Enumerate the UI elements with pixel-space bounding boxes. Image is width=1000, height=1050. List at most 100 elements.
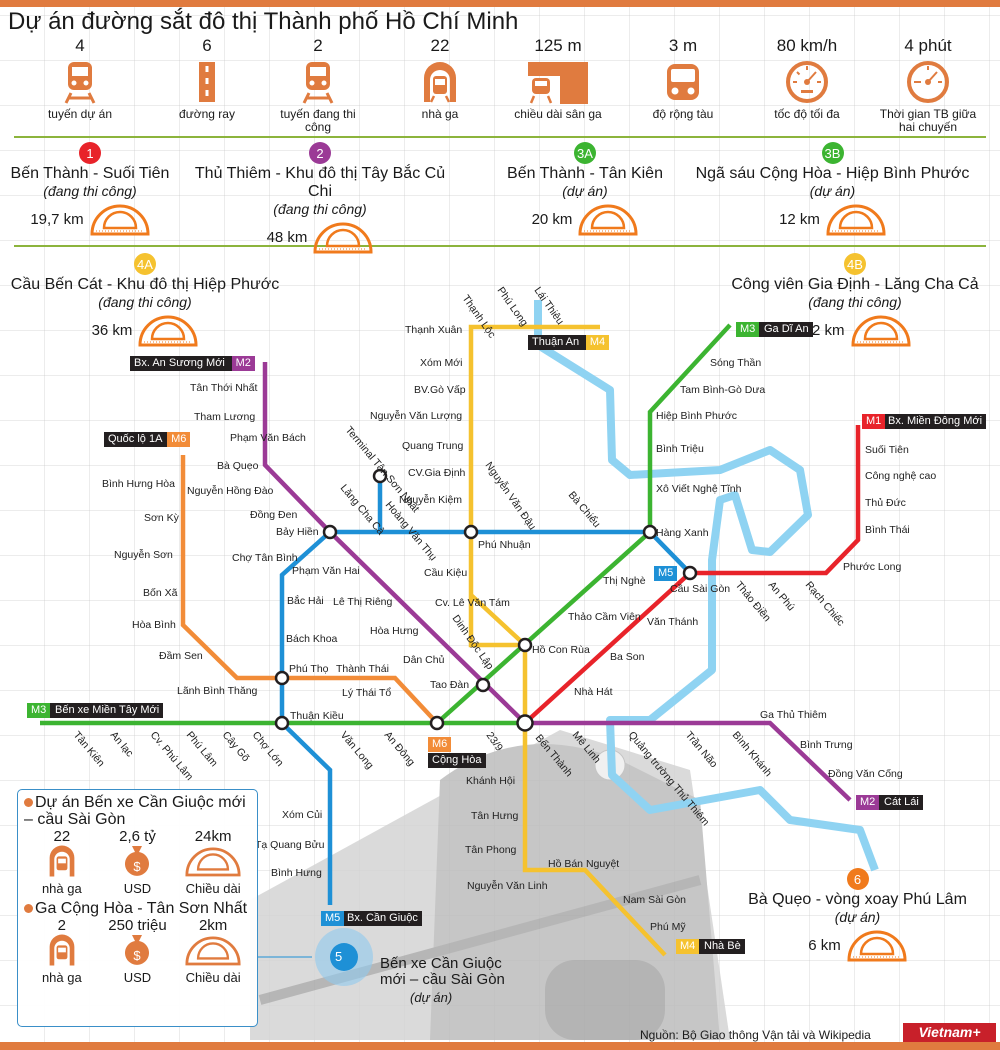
info-label: nhà ga <box>41 970 82 985</box>
svg-text:Thị Nghè: Thị Nghè <box>603 575 646 587</box>
svg-text:Suối Tiên: Suối Tiên <box>865 444 909 456</box>
svg-text:Thảo Cầm Viên: Thảo Cầm Viên <box>568 611 641 623</box>
stat-value: 4 <box>75 36 85 55</box>
line-badge: 1 <box>79 142 101 164</box>
bottom-accent-bar <box>0 1042 1000 1050</box>
stat-value: 22 <box>430 36 450 55</box>
svg-text:An Đông: An Đông <box>382 729 418 768</box>
terminal-m5-label: M5 <box>654 566 678 581</box>
info-label: nhà ga <box>41 881 82 896</box>
svg-text:Cầu Kiệu: Cầu Kiệu <box>424 567 467 579</box>
terminal-m6-cong-hoa: Cộng Hòa <box>428 753 486 768</box>
info-section-title: Dự án Bến xe Cần Giuộc mới – cầu Sài Gòn <box>24 794 246 828</box>
svg-text:Nguyễn Văn Linh: Nguyễn Văn Linh <box>467 879 548 892</box>
line-length: 12 km <box>779 210 820 228</box>
svg-text:Thạnh Lộc: Thạnh Lộc <box>460 293 498 341</box>
svg-text:Khánh Hội: Khánh Hội <box>466 775 515 787</box>
stat-value: 4 phút <box>904 36 952 55</box>
train-icon <box>20 56 140 108</box>
info-cost: 2,6 tỷ <box>119 828 156 845</box>
stat-value: 125 m <box>534 36 582 55</box>
line-length: 36 km <box>91 321 133 339</box>
svg-text:Thủ Đức: Thủ Đức <box>865 497 906 509</box>
speedometer-icon <box>747 56 867 108</box>
svg-text:Bình Hưng Hòa: Bình Hưng Hòa <box>102 478 175 490</box>
stat-label: tuyến đang thi công <box>280 107 356 134</box>
info-label: USD <box>123 970 152 985</box>
svg-text:Phú Thọ: Phú Thọ <box>289 663 329 675</box>
svg-text:Đồng Đen: Đồng Đen <box>250 509 297 521</box>
divider <box>14 245 986 247</box>
line-badge: 3A <box>574 142 596 164</box>
svg-text:Ba Son: Ba Son <box>610 651 645 663</box>
line-name: Thủ Thiêm - Khu đô thị Tây Bắc Củ Chi <box>194 165 446 200</box>
line-5-badge: 5 <box>335 949 343 964</box>
line-name: Bến Thành - Tân Kiên <box>507 165 663 182</box>
terminal-m6-code: M6 <box>428 737 452 752</box>
svg-text:Thạnh Xuân: Thạnh Xuân <box>405 324 462 336</box>
svg-text:Hồ Bán Nguyệt: Hồ Bán Nguyệt <box>548 858 619 870</box>
svg-text:Văn Long: Văn Long <box>338 729 376 771</box>
top-accent-bar <box>0 0 1000 7</box>
info-label: Chiều dài <box>185 881 241 896</box>
stat-label: chiều dài sân ga <box>514 107 602 121</box>
svg-text:An lạc: An lạc <box>108 729 136 759</box>
stat-platform: 125 m chiều dài sân ga <box>498 36 618 121</box>
source-credit: Nguồn: Bộ Giao thông Vận tải và Wikipedi… <box>640 1028 871 1042</box>
svg-text:Sóng Thần: Sóng Thần <box>710 357 761 369</box>
line-status: (đang thi công) <box>43 183 137 199</box>
svg-text:Công nghệ cao: Công nghệ cao <box>865 470 936 482</box>
line-name: Bà Quẹo - vòng xoay Phú Lâm <box>748 891 967 908</box>
svg-text:Rạch Chiếc: Rạch Chiếc <box>803 579 847 628</box>
svg-text:Nguyễn Văn Đậu: Nguyễn Văn Đậu <box>483 459 540 532</box>
svg-text:Dân Chủ: Dân Chủ <box>403 654 445 666</box>
svg-text:Ga Thủ Thiêm: Ga Thủ Thiêm <box>760 709 827 721</box>
svg-text:Phạm Văn Hai: Phạm Văn Hai <box>292 565 360 577</box>
protractor-icon <box>850 315 911 347</box>
stat-label: Thời gian TB giữa hai chuyến <box>879 107 977 134</box>
svg-text:Bà Chiểu: Bà Chiểu <box>566 489 603 530</box>
line-length: 48 km <box>266 228 308 246</box>
svg-text:Hòa Bình: Hòa Bình <box>132 619 176 631</box>
svg-text:Chợ Lớn: Chợ Lớn <box>250 729 286 769</box>
svg-text:Bách Khoa: Bách Khoa <box>286 633 338 645</box>
svg-text:Hiệp Bình Phước: Hiệp Bình Phước <box>656 410 737 422</box>
line-length: 6 km <box>808 936 841 954</box>
line-card-1: 1 Bến Thành - Suối Tiên (đang thi công) … <box>0 142 180 236</box>
info-label: USD <box>123 881 152 896</box>
svg-text:Xô Viết Nghệ Tĩnh: Xô Viết Nghệ Tĩnh <box>656 483 742 495</box>
svg-text:Tân Thới Nhất: Tân Thới Nhất <box>190 382 257 394</box>
svg-text:Phú Lâm: Phú Lâm <box>184 729 220 769</box>
stat-label: độ rộng tàu <box>652 107 714 121</box>
svg-text:$: $ <box>134 859 142 874</box>
line-name: Bến Thành - Suối Tiên <box>10 165 170 182</box>
line-status: (dự án) <box>562 183 608 199</box>
svg-text:Phú Mỹ: Phú Mỹ <box>650 921 686 933</box>
svg-text:Tao Đàn: Tao Đàn <box>430 679 469 691</box>
svg-text:Phước Long: Phước Long <box>843 561 901 573</box>
svg-text:Bình Triệu: Bình Triệu <box>656 443 704 455</box>
stat-label: đường ray <box>179 107 235 121</box>
svg-text:Lý Thái Tổ: Lý Thái Tổ <box>342 687 391 699</box>
svg-text:Bình Trưng: Bình Trưng <box>800 739 853 751</box>
station-tunnel-icon <box>24 844 99 882</box>
svg-text:Nguyễn Kiệm: Nguyễn Kiệm <box>399 493 462 506</box>
gauge-icon <box>868 56 988 108</box>
svg-text:Cv. Lê Văn Tám: Cv. Lê Văn Tám <box>435 597 510 609</box>
info-cost: 250 triệu <box>108 917 167 934</box>
vietnamplus-logo: Vietnam+ <box>903 1023 996 1042</box>
protractor-icon <box>176 934 251 970</box>
svg-text:Tân Phong: Tân Phong <box>465 844 517 856</box>
m6-line <box>180 455 439 725</box>
stat-value: 80 km/h <box>776 36 838 55</box>
svg-text:Chợ Tân Bình: Chợ Tân Bình <box>232 552 298 564</box>
svg-text:Phú Long: Phú Long <box>495 285 531 329</box>
stat-value: 6 <box>202 36 212 55</box>
line-5-marker <box>258 928 373 986</box>
svg-text:Đầm Sen: Đầm Sen <box>159 650 203 662</box>
